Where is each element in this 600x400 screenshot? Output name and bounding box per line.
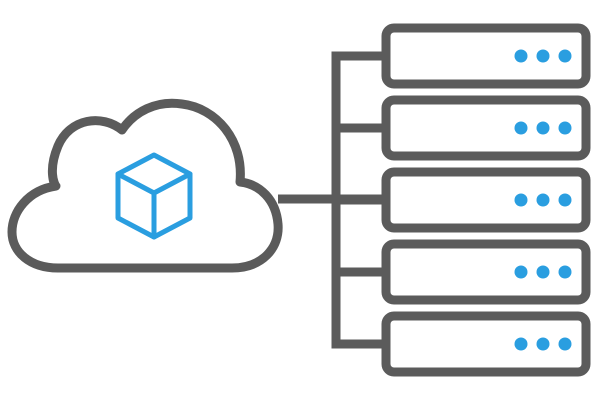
- cube-icon: [115, 152, 193, 240]
- status-light: [558, 121, 572, 135]
- server-icon: [381, 95, 591, 161]
- server-body: [381, 311, 591, 377]
- status-light: [514, 49, 528, 63]
- status-light: [514, 265, 528, 279]
- cloud-icon: [7, 98, 283, 273]
- server-body: [381, 239, 591, 305]
- status-light: [536, 193, 550, 207]
- status-light: [558, 265, 572, 279]
- status-light: [558, 49, 572, 63]
- status-light: [514, 337, 528, 351]
- status-light: [514, 121, 528, 135]
- status-light: [536, 265, 550, 279]
- status-light: [558, 193, 572, 207]
- status-light: [514, 193, 528, 207]
- server-icon: [381, 23, 591, 89]
- status-light: [536, 337, 550, 351]
- status-light: [558, 337, 572, 351]
- server-body: [381, 167, 591, 233]
- server-body: [381, 23, 591, 89]
- server-icon: [381, 239, 591, 305]
- server-body: [381, 95, 591, 161]
- status-light: [536, 121, 550, 135]
- server-icon: [381, 167, 591, 233]
- server-stack: [331, 23, 591, 377]
- status-light: [536, 49, 550, 63]
- server-icon: [381, 311, 591, 377]
